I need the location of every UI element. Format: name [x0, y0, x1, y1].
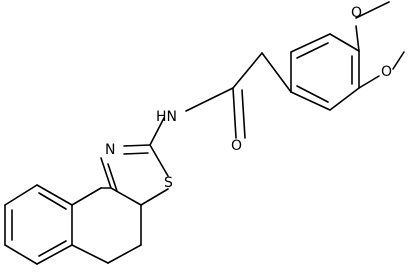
- methoxy-groups: [355, 1, 405, 89]
- carbonyl-oxygen-label: O: [231, 138, 242, 154]
- dihydro-ring: [71, 187, 142, 264]
- bond: [296, 85, 329, 103]
- bond: [329, 33, 360, 52]
- bond: [100, 157, 112, 189]
- bond: [123, 152, 149, 155]
- bond: [36, 184, 73, 206]
- bond: [149, 144, 169, 177]
- bond: [290, 91, 331, 111]
- methoxy-oxygen-right-label: O: [381, 64, 392, 80]
- bond: [38, 192, 67, 210]
- bond: [329, 87, 360, 111]
- bond: [232, 52, 263, 89]
- bond: [185, 87, 234, 112]
- bond: [36, 244, 73, 265]
- bond: [4, 244, 38, 265]
- bond: [4, 184, 38, 206]
- bond: [149, 117, 165, 146]
- bond: [355, 1, 390, 19]
- benzo-ring: [4, 184, 73, 265]
- bond: [110, 187, 142, 206]
- bond: [71, 244, 109, 264]
- amide-nh-label: HN: [156, 109, 177, 125]
- acetamide-linker: [149, 52, 292, 146]
- thiazole-sulfur-label: S: [164, 175, 173, 191]
- bond: [296, 42, 329, 59]
- bond: [355, 25, 360, 52]
- dimethoxyphenyl-ring: [290, 33, 360, 111]
- bond: [123, 144, 151, 147]
- thiazole-nitrogen-label: N: [105, 142, 115, 158]
- bond: [107, 163, 118, 192]
- bond: [358, 75, 380, 89]
- bond: [241, 89, 246, 139]
- bond: [107, 244, 142, 264]
- methoxy-oxygen-top-label: O: [351, 5, 362, 21]
- bond: [261, 52, 292, 93]
- atom-labels: O O O HN N S: [105, 5, 392, 191]
- bond: [290, 33, 331, 53]
- bond: [38, 240, 67, 257]
- bond: [140, 188, 169, 206]
- bond: [232, 87, 237, 139]
- bond: [392, 51, 405, 70]
- bond: [71, 187, 102, 206]
- thiazole-ring: [100, 144, 169, 206]
